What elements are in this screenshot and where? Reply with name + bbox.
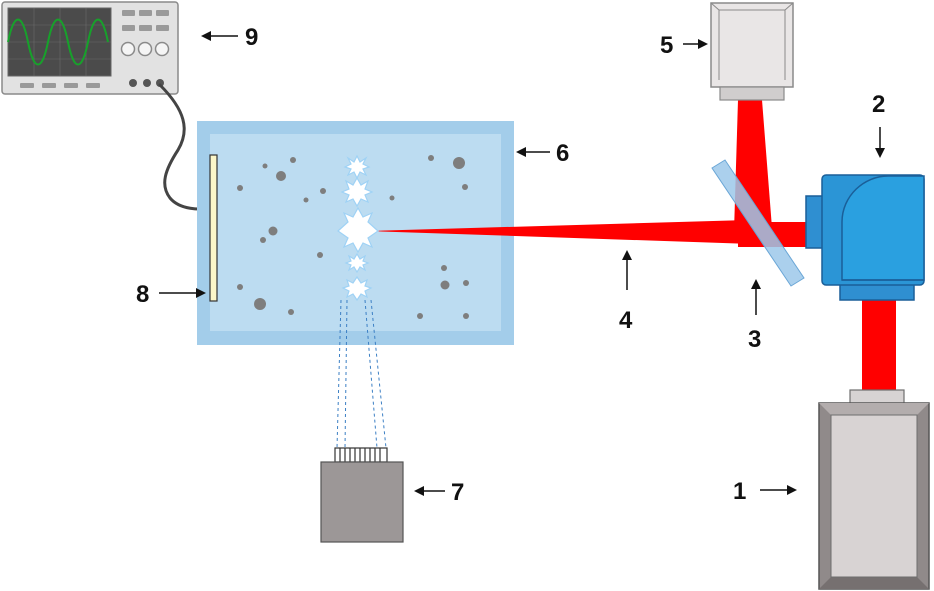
plasma-sparks xyxy=(337,154,379,302)
beam-splitter xyxy=(711,159,805,287)
focused-beam-into-tank xyxy=(368,220,752,244)
oscilloscope-knobs xyxy=(120,41,170,57)
label-5: 5 xyxy=(660,32,673,59)
label-6: 6 xyxy=(556,140,569,167)
oscilloscope-input-jacks xyxy=(129,79,164,87)
scan-head xyxy=(805,174,925,301)
label-3: 3 xyxy=(748,326,761,353)
laser-source xyxy=(818,389,930,590)
label-arrows xyxy=(159,31,885,496)
label-4: 4 xyxy=(619,307,633,334)
label-7: 7 xyxy=(451,479,464,506)
high-speed-camera xyxy=(320,447,404,543)
top-detector xyxy=(710,2,794,101)
signal-cable xyxy=(158,83,214,211)
sensor-plate xyxy=(209,154,218,302)
oscilloscope-lower-keys xyxy=(20,83,100,88)
camera-field-of-view xyxy=(336,299,387,449)
oscilloscope xyxy=(1,1,179,95)
beam-laser-to-head xyxy=(862,298,896,390)
seeding-particles xyxy=(237,155,469,319)
signal-waveform xyxy=(7,18,109,66)
oscilloscope-buttons xyxy=(122,10,169,31)
label-8: 8 xyxy=(136,281,149,308)
label-1: 1 xyxy=(733,478,746,505)
label-9: 9 xyxy=(245,24,258,51)
label-2: 2 xyxy=(872,91,885,118)
laser-beams xyxy=(368,100,896,390)
